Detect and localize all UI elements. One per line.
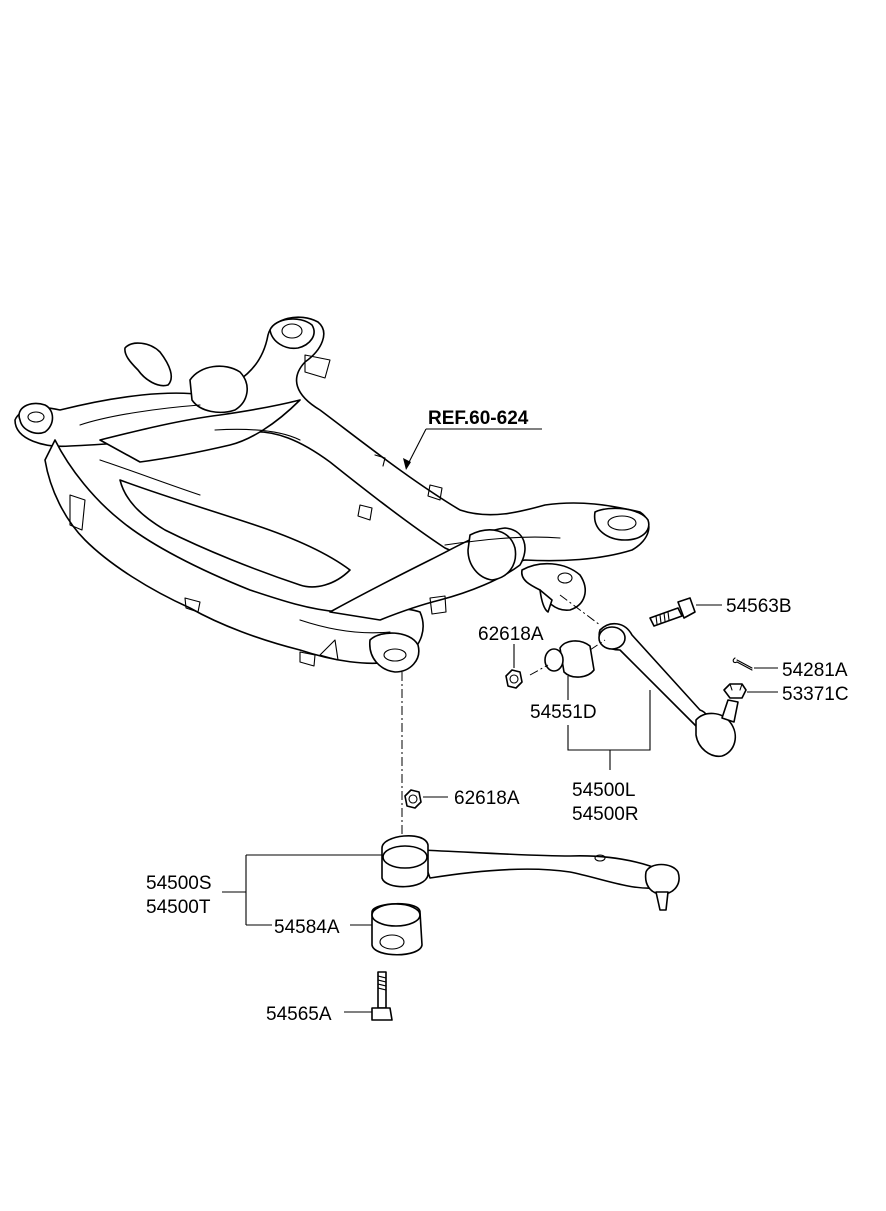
bushing-54584a <box>371 902 423 956</box>
bolt-54565a <box>371 971 393 1021</box>
ref-callout: REF.60-624 <box>403 408 542 470</box>
label-62618a-upper: 62618A <box>478 624 544 645</box>
label-54551d: 54551D <box>530 702 597 723</box>
label-54281a: 54281A <box>782 660 848 681</box>
front-subframe <box>14 316 650 673</box>
label-62618a-lower: 62618A <box>454 788 520 809</box>
label-54563b: 54563B <box>726 596 792 617</box>
label-54500l: 54500L <box>572 780 635 801</box>
lower-control-arm <box>381 834 680 911</box>
castle-nut-53371c <box>723 683 747 699</box>
nut-62618a-upper <box>505 669 523 689</box>
label-54584a: 54584A <box>274 917 340 938</box>
bushing-54551d <box>544 640 595 678</box>
nut-62618a-lower <box>404 789 422 809</box>
bolt-54563b <box>649 597 696 627</box>
label-54500r: 54500R <box>572 804 639 825</box>
label-54500t: 54500T <box>146 897 211 918</box>
lower-arm-assembly: 62618A 54500S 54500T <box>146 672 680 1025</box>
label-54500s: 54500S <box>146 873 212 894</box>
label-53371c: 53371C <box>782 684 849 705</box>
label-54565a: 54565A <box>266 1004 332 1025</box>
rear-arm-assembly: 54563B 54281A 53371C <box>478 594 849 825</box>
ref-label: REF.60-624 <box>428 408 529 429</box>
rear-lateral-arm <box>598 622 739 758</box>
